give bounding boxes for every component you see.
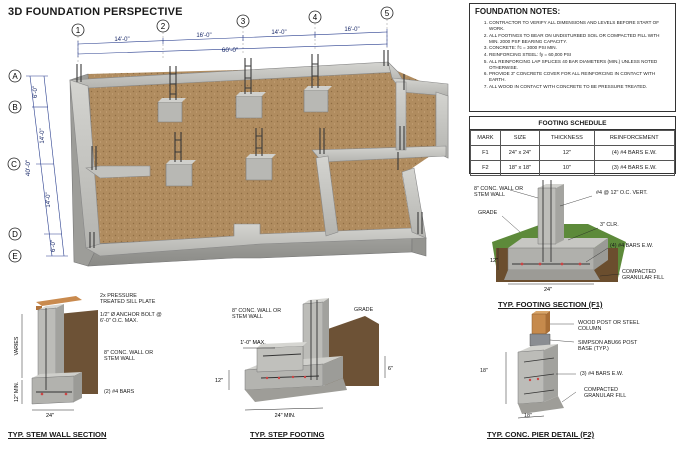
grid-row-b: B — [12, 103, 17, 112]
step-h: 12" — [215, 378, 223, 384]
note-item: PROVIDE 3" CONCRETE COVER FOR ALL REINFO… — [489, 71, 670, 83]
wall-top-right-c — [435, 91, 449, 159]
grid-columns: 1 2 3 4 5 — [71, 6, 394, 37]
pier-label-base: SIMPSON ABU66 POST BASE (TYP.) — [578, 340, 638, 353]
step-footing-drawing: 1'-0" MAX. 12" 6" 24" MIN. — [215, 298, 393, 419]
dim-left-1: 6'-0" — [33, 86, 39, 98]
note-item: ALL REINFORCING LAP SPLICES 40 BAR DIAME… — [489, 59, 670, 71]
stem-label-wall: 8" CONC. WALL OR STEM WALL — [104, 350, 154, 363]
interior-wall-vertical — [315, 155, 339, 237]
page-title: 3D FOUNDATION PERSPECTIVE — [8, 6, 183, 18]
f1-dim-w: 24" — [544, 287, 552, 293]
dim-left-3: 14'-0" — [46, 192, 52, 207]
pier-footing-3 — [303, 86, 332, 113]
f1-label-clr: 3" CLR. — [600, 222, 619, 228]
foundation-notes: FOUNDATION NOTES: CONTRACTOR TO VERIFY A… — [469, 3, 676, 112]
footing-schedule: FOOTING SCHEDULE MARK SIZE THICKNESS REI… — [469, 116, 676, 176]
step-label-grade: GRADE — [354, 307, 374, 313]
schedule-header: SIZE — [499, 130, 541, 146]
f1-label-vert: #4 @ 12" O.C. VERT. — [596, 190, 648, 196]
pier-label-fill: COMPACTED GRANULAR FILL — [584, 387, 627, 400]
pier-h: 18" — [480, 368, 488, 374]
pier-footing-2 — [235, 92, 266, 119]
grid-col-5: 5 — [385, 9, 390, 18]
stem-min: 12" MIN. — [14, 382, 20, 402]
stem-dim-w: 24" — [46, 413, 54, 419]
stem-wall-drawing: VARIES 12" MIN. 24" — [14, 296, 98, 419]
grid-col-1: 1 — [76, 26, 81, 35]
grid-row-c: C — [11, 160, 17, 169]
f1-label-grade: GRADE — [478, 210, 498, 216]
pier-title: TYP. CONC. PIER DETAIL (F2) — [487, 430, 595, 439]
schedule-header: THICKNESS — [539, 130, 595, 146]
stem-label-sill: 2x PRESSURE TREATED SILL PLATE — [100, 293, 156, 306]
f1-title: TYP. FOOTING SECTION (F1) — [498, 300, 603, 309]
dim-left-4: 6'-0" — [51, 240, 57, 252]
rebar-cages — [76, 50, 423, 248]
schedule-cell: 24" x 24" — [499, 145, 541, 161]
f1-label-bars: (4) #4 BARS E.W. — [610, 243, 654, 249]
grid-col-3: 3 — [241, 17, 246, 26]
f1-dim-h: 12" — [490, 258, 498, 264]
table-row: F2 18" x 18" 10" (3) #4 BARS E.W. — [470, 160, 676, 176]
note-item: REINFORCING STEEL: fy = 60,000 PSI — [489, 52, 670, 58]
schedule-cell: (4) #4 BARS E.W. — [593, 145, 676, 161]
step-step: 6" — [388, 366, 393, 372]
dim-top-1: 14'-0" — [114, 37, 129, 43]
interior-wall-left — [85, 165, 151, 179]
f1-label-wall: 8" CONC. WALL OR STEM WALL — [474, 186, 524, 199]
wall-top-right-lower — [401, 167, 427, 239]
foundation-perspective: 1 2 3 4 5 A B C D E 14'-0" 16'-0" 14'-0"… — [7, 6, 449, 267]
dim-left-2: 14'-0" — [40, 128, 46, 143]
note-item: ALL FOOTINGS TO BEAR ON UNDISTURBED SOIL… — [489, 33, 670, 45]
grid-col-2: 2 — [161, 22, 166, 31]
dim-top-2: 16'-0" — [196, 33, 211, 39]
grid-row-e: E — [12, 252, 17, 261]
dim-top-3: 14'-0" — [271, 30, 286, 36]
pier-detail-drawing — [505, 311, 577, 419]
grid-row-d: D — [12, 230, 18, 239]
schedule-title: FOOTING SCHEDULE — [470, 117, 675, 130]
footing-section-drawing: 12" 24" — [490, 180, 626, 293]
step-title: TYP. STEP FOOTING — [250, 430, 325, 439]
schedule-header: MARK — [470, 130, 501, 146]
pier-footing-5 — [245, 154, 276, 181]
notes-heading: FOUNDATION NOTES: — [475, 7, 561, 16]
pier-w: 18" — [524, 413, 532, 419]
schedule-table: MARK SIZE THICKNESS REINFORCEMENT F1 24"… — [470, 130, 676, 176]
schedule-cell: 12" — [539, 145, 595, 161]
stem-varies: VARIES — [14, 336, 20, 355]
dim-top-4: 16'-0" — [344, 27, 359, 33]
notes-list: CONTRACTOR TO VERIFY ALL DIMENSIONS AND … — [475, 20, 670, 90]
schedule-cell: (3) #4 BARS E.W. — [593, 160, 676, 176]
note-item: CONCRETE: f'c = 3000 PSI MIN. — [489, 45, 670, 51]
step-label-wall: 8" CONC. WALL OR STEM WALL — [232, 308, 282, 321]
grid-row-a: A — [12, 72, 18, 81]
step-max: 1'-0" MAX. — [240, 340, 265, 346]
pier-label-bars: (3) #4 BARS E.W. — [580, 371, 624, 377]
table-row: F1 24" x 24" 12" (4) #4 BARS E.W. — [470, 145, 676, 161]
note-item: CONTRACTOR TO VERIFY ALL DIMENSIONS AND … — [489, 20, 670, 32]
stem-label-bolt: 1/2" Ø ANCHOR BOLT @ 6'-0" O.C. MAX. — [100, 312, 162, 325]
schedule-cell: 18" x 18" — [499, 160, 541, 176]
grid-col-4: 4 — [313, 13, 318, 22]
schedule-header: REINFORCEMENT — [593, 130, 676, 146]
pier-footing-1 — [157, 98, 186, 123]
stem-title: TYP. STEM WALL SECTION — [8, 430, 107, 439]
grid-rows: A B C D E — [7, 69, 22, 263]
pier-footing-4 — [165, 160, 196, 187]
stem-label-bars: (2) #4 BARS — [104, 389, 135, 395]
schedule-cell: 10" — [539, 160, 595, 176]
dim-left-overall: 40'-0" — [25, 159, 32, 176]
dim-top-overall: 60'-0" — [222, 47, 239, 54]
note-item: ALL WOOD IN CONTACT WITH CONCRETE TO BE … — [489, 84, 670, 90]
schedule-cell: F1 — [470, 145, 501, 161]
step-min: 24" MIN. — [275, 413, 296, 419]
schedule-cell: F2 — [470, 160, 501, 176]
f1-label-fill: COMPACTED GRANULAR FILL — [622, 269, 665, 282]
pier-label-post: WOOD POST OR STEEL COLUMN — [578, 320, 640, 333]
